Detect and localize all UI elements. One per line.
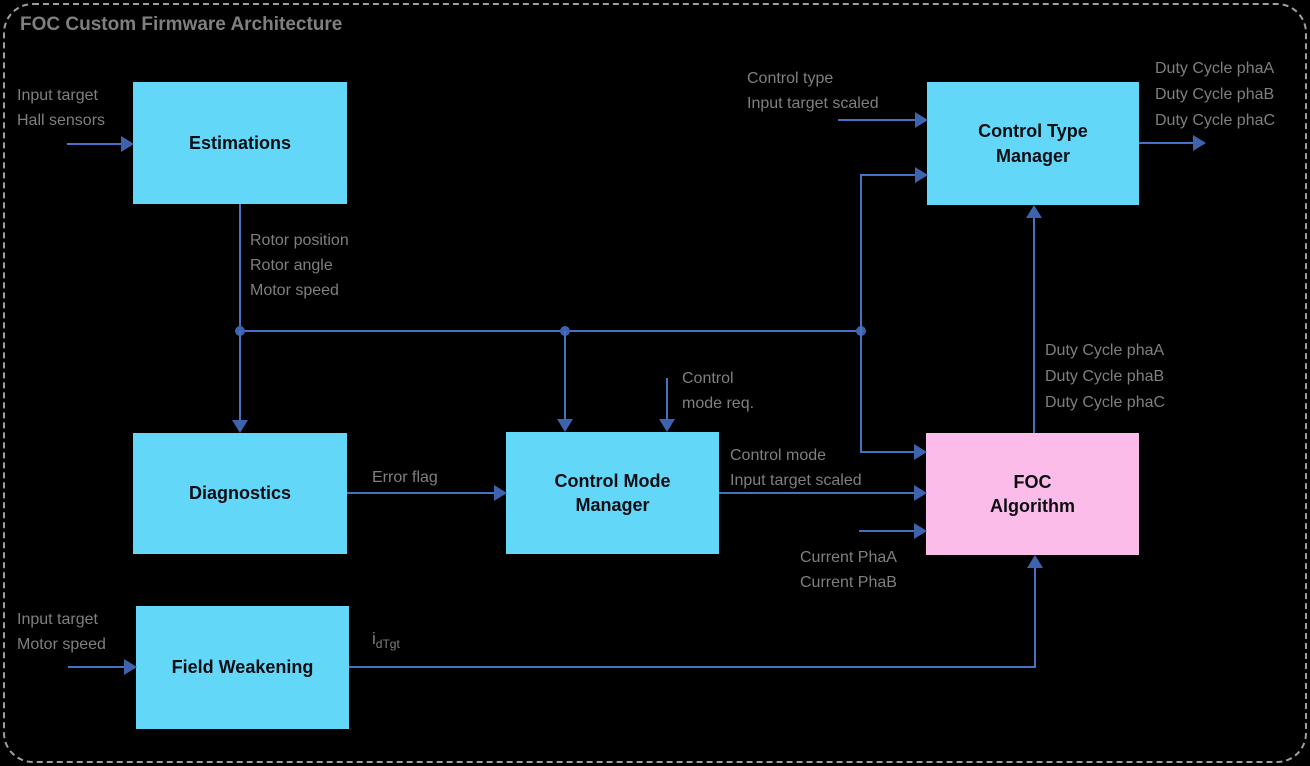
- field-weakening-label: Field Weakening: [171, 657, 314, 678]
- edge-bus-down-branch: [860, 331, 862, 453]
- edge-control-mode-manager-to-foc: [719, 492, 914, 494]
- control-mode-manager-block: Control Mode Manager: [506, 432, 719, 554]
- arrowhead-into-control-type-manager-bottom: [1026, 205, 1042, 218]
- duty-cycle-output-labels: Duty Cycle phaA Duty Cycle phaB Duty Cyc…: [1155, 60, 1276, 129]
- arrowhead-into-foc-bottom: [1027, 555, 1043, 568]
- estimations-label: Estimations: [188, 132, 292, 153]
- estimations-input-labels: Input target Hall sensors: [17, 87, 106, 129]
- control-mode-request-labels: Control mode req.: [682, 370, 755, 412]
- arrowhead-into-foc-top-input: [914, 444, 927, 460]
- arrowhead-into-diagnostics: [232, 420, 248, 433]
- edge-field-weakening-to-foc-vertical: [1034, 567, 1036, 666]
- edge-controltype-input: [838, 119, 915, 121]
- diagnostics-label: Diagnostics: [188, 483, 292, 504]
- field-weakening-block: Field Weakening: [136, 606, 349, 729]
- edge-bus-to-foc: [860, 451, 914, 453]
- edge-bus-to-diagnostics: [239, 331, 241, 421]
- edge-diagnostics-to-control-mode-manager: [347, 492, 494, 494]
- edge-bus-up-branch: [860, 175, 862, 331]
- control-type-manager-label-line1: Control Type: [978, 121, 1088, 142]
- control-type-manager-label-line2: Manager: [995, 145, 1071, 166]
- edge-estimations-down: [239, 204, 241, 332]
- edge-rotor-bus: [239, 330, 862, 332]
- control-type-input-labels: Control type Input target scaled: [747, 70, 879, 112]
- arrowhead-into-field-weakening: [124, 659, 137, 675]
- current-input-labels: Current PhaA Current PhaB: [800, 549, 897, 591]
- edge-field-weakening-to-foc-horizontal: [349, 666, 1036, 668]
- foc-algorithm-label-line1: FOC: [1013, 471, 1052, 492]
- field-weakening-input-labels: Input target Motor speed: [17, 611, 106, 653]
- duty-cycle-feedback-labels: Duty Cycle phaA Duty Cycle phaB Duty Cyc…: [1045, 342, 1166, 411]
- arrowhead-into-foc-middle-input: [914, 485, 927, 501]
- edge-current-inputs: [859, 530, 914, 532]
- arrowhead-error-flag: [494, 485, 507, 501]
- arrowhead-into-control-mode-manager-top: [557, 419, 573, 432]
- edge-input-to-field-weakening: [68, 666, 124, 668]
- arrowhead-control-mode-request: [659, 419, 675, 432]
- arrowhead-into-control-type-manager-upper: [915, 112, 928, 128]
- arrowhead-duty-cycle-output: [1193, 135, 1206, 151]
- arrowhead-into-foc-lower-input: [914, 523, 927, 539]
- control-type-manager-block: Control Type Manager: [927, 82, 1139, 205]
- diagram-title: FOC Custom Firmware Architecture: [20, 14, 343, 35]
- error-flag-label: Error flag: [372, 469, 438, 486]
- foc-algorithm-block: FOC Algorithm: [926, 433, 1139, 555]
- edge-foc-to-control-type-manager: [1033, 217, 1035, 433]
- edge-bus-to-control-type-manager: [860, 174, 915, 176]
- edge-bus-to-control-mode-manager: [564, 331, 566, 420]
- control-mode-manager-label-line2: Manager: [575, 495, 650, 515]
- edge-control-mode-request: [666, 378, 668, 420]
- diagnostics-block: Diagnostics: [133, 433, 347, 554]
- control-mode-output-labels: Control mode Input target scaled: [730, 447, 862, 489]
- estimations-block: Estimations: [133, 82, 347, 204]
- control-mode-manager-label-line1: Control Mode: [554, 470, 671, 491]
- foc-algorithm-label-line2: Algorithm: [990, 496, 1075, 516]
- id-target-label: idTgt: [372, 629, 400, 651]
- edge-input-to-estimations: [67, 143, 121, 145]
- arrowhead-into-control-type-manager-lower: [915, 167, 928, 183]
- rotor-bus-labels: Rotor position Rotor angle Motor speed: [250, 232, 349, 299]
- arrowhead-into-estimations: [121, 136, 134, 152]
- edge-control-type-manager-output: [1139, 142, 1193, 144]
